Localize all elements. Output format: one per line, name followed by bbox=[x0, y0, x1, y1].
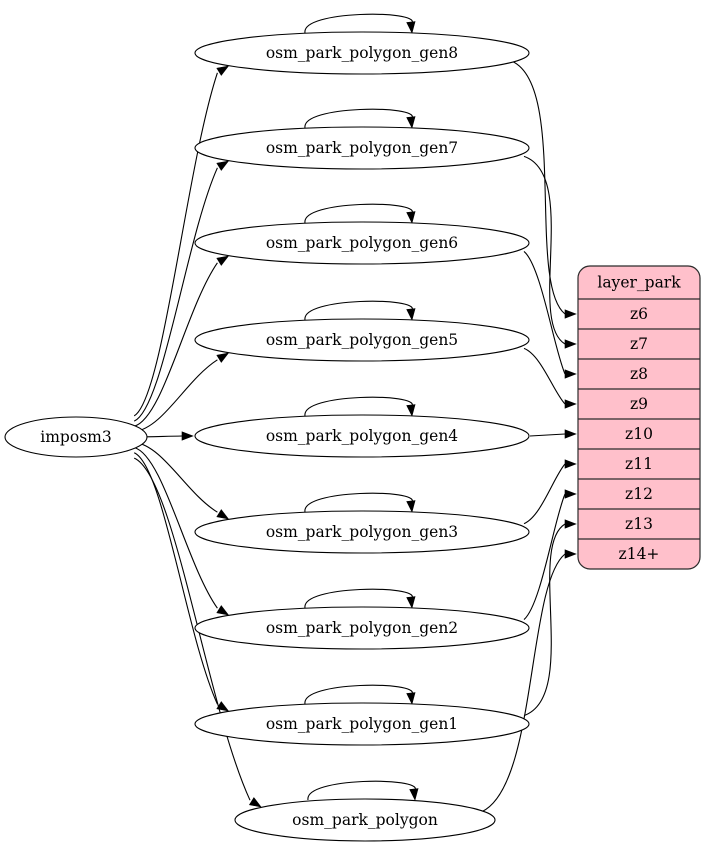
edge-base-to-z14+ bbox=[481, 553, 566, 813]
self-loop-arrow-gen6 bbox=[406, 211, 416, 224]
edge-imposm3-to-gen5 bbox=[134, 359, 218, 433]
self-loop-gen8 bbox=[304, 13, 413, 34]
edge-imposm3-to-gen7 bbox=[133, 167, 218, 422]
table-row-z10[interactable]: z10 bbox=[625, 425, 653, 443]
table-row-z6[interactable]: z6 bbox=[630, 305, 648, 323]
edge-gen2-to-z12 bbox=[523, 493, 566, 621]
self-loop-arrow-base bbox=[409, 788, 419, 801]
self-loop-gen5 bbox=[304, 300, 413, 321]
arrow-imposm3-to-gen4 bbox=[181, 431, 194, 441]
arrow-gen8-to-z6 bbox=[564, 309, 577, 319]
self-loop-arrow-gen3 bbox=[406, 500, 416, 513]
arrow-imposm3-to-gen5 bbox=[216, 352, 230, 363]
arrow-gen3-to-z11 bbox=[564, 459, 577, 469]
node-label-gen5: osm_park_polygon_gen5 bbox=[266, 331, 458, 349]
edge-imposm3-to-gen6 bbox=[134, 262, 218, 427]
arrow-gen2-to-z12 bbox=[564, 489, 577, 499]
table-row-z14plus[interactable]: z14+ bbox=[619, 545, 660, 563]
node-ellipse-gen8[interactable] bbox=[194, 31, 530, 75]
self-loop-gen7 bbox=[304, 108, 413, 129]
node-ellipse-base[interactable] bbox=[234, 798, 496, 842]
node-ellipse-gen2[interactable] bbox=[194, 606, 530, 650]
edge-gen3-to-z11 bbox=[523, 463, 566, 525]
edge-gen8-to-z6 bbox=[512, 60, 566, 315]
arrow-base-to-z14+ bbox=[564, 549, 577, 559]
node-label-gen2: osm_park_polygon_gen2 bbox=[266, 619, 458, 637]
edge-gen4-to-z10 bbox=[529, 433, 566, 437]
table-row-z7[interactable]: z7 bbox=[630, 335, 648, 353]
edge-gen1-to-z13 bbox=[523, 523, 566, 717]
edge-imposm3-to-gen1 bbox=[133, 452, 218, 705]
edge-imposm3-to-gen3 bbox=[134, 441, 218, 513]
table-row-z11[interactable]: z11 bbox=[625, 455, 653, 473]
layer-park-table: z6 z7 z8 z9 z10 z11 z12 z13 z14+ layer_park bbox=[577, 265, 701, 570]
node-ellipse-gen6[interactable] bbox=[194, 221, 530, 265]
arrow-imposm3-to-gen7 bbox=[216, 160, 230, 171]
arrow-imposm3-to-gen6 bbox=[216, 255, 230, 266]
self-loop-arrow-gen5 bbox=[406, 308, 416, 321]
node-label-gen1: osm_park_polygon_gen1 bbox=[266, 715, 458, 733]
arrow-gen5-to-z9 bbox=[564, 399, 577, 409]
self-loop-arrow-gen4 bbox=[406, 404, 416, 417]
node-label-gen8: osm_park_polygon_gen8 bbox=[266, 44, 458, 62]
self-loop-arrow-gen8 bbox=[406, 21, 416, 34]
ellipse-nodes: imposm3 osm_park_polygon_gen8 osm_park_pol… bbox=[4, 31, 530, 842]
node-label-gen4: osm_park_polygon_gen4 bbox=[266, 427, 458, 445]
edge-gen6-to-z8 bbox=[523, 250, 566, 375]
self-loop-gen6 bbox=[304, 203, 413, 224]
self-loop-edges bbox=[304, 13, 419, 801]
node-ellipse-gen1[interactable] bbox=[194, 702, 530, 746]
edge-gen7-to-z7 bbox=[523, 155, 566, 345]
table-row-z12[interactable]: z12 bbox=[625, 485, 653, 503]
arrow-imposm3-to-gen3 bbox=[216, 509, 230, 520]
node-ellipse-gen4[interactable] bbox=[194, 414, 530, 458]
self-loop-base bbox=[307, 780, 416, 801]
node-ellipse-gen5[interactable] bbox=[194, 318, 530, 362]
edges-to-table bbox=[481, 60, 577, 813]
edge-gen5-to-z9 bbox=[523, 347, 566, 405]
edge-imposm3-to-base bbox=[133, 457, 251, 801]
table-row-z9[interactable]: z9 bbox=[630, 395, 648, 413]
self-loop-gen1 bbox=[304, 684, 413, 705]
node-label-gen3: osm_park_polygon_gen3 bbox=[266, 523, 458, 541]
arrow-gen4-to-z10 bbox=[564, 429, 577, 439]
node-ellipse-gen7[interactable] bbox=[194, 126, 530, 170]
table-row-z13[interactable]: z13 bbox=[625, 515, 653, 533]
table-header-label: layer_park bbox=[597, 274, 681, 292]
arrow-gen6-to-z8 bbox=[564, 369, 577, 379]
self-loop-gen3 bbox=[304, 492, 413, 513]
self-loop-arrow-gen7 bbox=[406, 116, 416, 129]
self-loop-arrow-gen1 bbox=[406, 692, 416, 705]
node-label-gen7: osm_park_polygon_gen7 bbox=[266, 139, 458, 157]
self-loop-gen2 bbox=[304, 588, 413, 609]
self-loop-gen4 bbox=[304, 396, 413, 417]
arrow-imposm3-to-base bbox=[248, 797, 262, 808]
arrow-imposm3-to-gen8 bbox=[216, 65, 230, 76]
node-label-base: osm_park_polygon bbox=[292, 811, 438, 829]
arrow-imposm3-to-gen2 bbox=[216, 605, 230, 616]
arrow-gen7-to-z7 bbox=[564, 339, 577, 349]
arrow-imposm3-to-gen1 bbox=[216, 701, 230, 712]
arrow-gen1-to-z13 bbox=[564, 519, 577, 529]
node-label-imposm3: imposm3 bbox=[40, 428, 111, 446]
edges-from-source bbox=[133, 65, 262, 808]
edge-imposm3-to-gen8 bbox=[133, 72, 218, 417]
node-ellipse-imposm3[interactable] bbox=[4, 416, 148, 458]
self-loop-arrow-gen2 bbox=[406, 596, 416, 609]
table-outline bbox=[577, 265, 701, 570]
node-label-gen6: osm_park_polygon_gen6 bbox=[266, 234, 458, 252]
table-row-z8[interactable]: z8 bbox=[630, 365, 648, 383]
edge-imposm3-to-gen2 bbox=[134, 446, 218, 609]
node-ellipse-gen3[interactable] bbox=[194, 510, 530, 554]
